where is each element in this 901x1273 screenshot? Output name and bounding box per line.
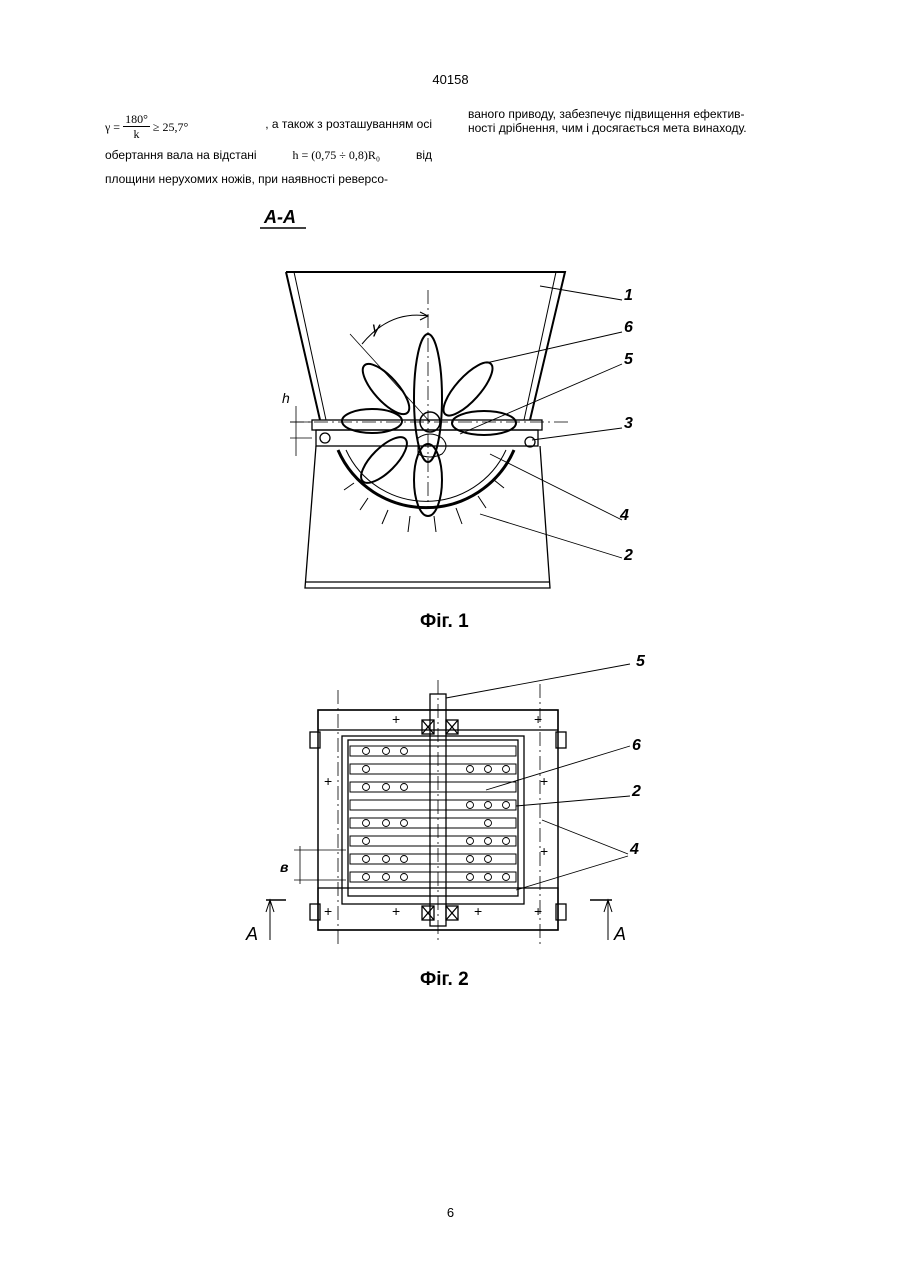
text-fragment: обертання вала на відстані (105, 143, 257, 167)
callout-6: 6 (624, 319, 633, 336)
svg-text:+: + (392, 711, 400, 727)
callout-4: 4 (629, 841, 639, 858)
svg-text:+: + (540, 773, 548, 789)
angle-label: γ (372, 320, 381, 337)
dim-label: h (282, 390, 290, 406)
svg-text:+: + (474, 903, 482, 919)
callout-5: 5 (624, 351, 634, 368)
callout-5: 5 (636, 653, 646, 670)
callout-6: 6 (632, 737, 641, 754)
callout-2: 2 (623, 547, 633, 564)
section-label: А-А (263, 207, 296, 227)
text-fragment: площини нерухомих ножів, при наявності р… (105, 167, 388, 191)
figure-2-caption: Фіг. 2 (420, 969, 469, 991)
text-line: обертання вала на відстані h = (0,75 ÷ 0… (105, 143, 432, 167)
fraction-numerator: 180° (123, 112, 150, 127)
text-column-left: γ = 180° k ≥ 25,7° , а також з розташува… (105, 112, 432, 191)
section-marker-right: А (613, 924, 626, 944)
figure-2-drawing: + + + + + + + + + в А А 5 6 2 4 (240, 650, 660, 950)
text-fragment: , а також з розташуванням осі (265, 112, 432, 141)
page-number: 6 (0, 1205, 901, 1220)
svg-text:+: + (534, 903, 542, 919)
figure-1-drawing: А-А γ h 1 (250, 198, 650, 598)
section-marker-left: А (245, 924, 258, 944)
h-formula: h = (0,75 ÷ 0,8)R₀ (292, 143, 380, 167)
svg-text:+: + (324, 903, 332, 919)
svg-text:+: + (534, 711, 542, 727)
gamma-formula: γ = 180° k ≥ 25,7° (105, 112, 188, 141)
fraction-denominator: k (133, 127, 139, 141)
formula-lhs: γ = (105, 115, 120, 139)
callout-3: 3 (624, 415, 633, 432)
document-number: 40158 (0, 72, 901, 87)
text-line: γ = 180° k ≥ 25,7° , а також з розташува… (105, 112, 432, 141)
formula-rhs: ≥ 25,7° (153, 115, 188, 139)
callout-2: 2 (631, 783, 641, 800)
text-fragment: від (416, 143, 432, 167)
text-line: площини нерухомих ножів, при наявності р… (105, 167, 432, 191)
text-line: ності дрібнення, чим і досягається мета … (468, 121, 798, 135)
fraction: 180° k (123, 112, 150, 141)
dim-label: в (280, 859, 289, 875)
text-column-right: ваного приводу, забезпечує підвищення еф… (468, 107, 798, 135)
svg-text:+: + (392, 903, 400, 919)
svg-text:+: + (540, 843, 548, 859)
callout-1: 1 (624, 287, 633, 304)
svg-text:+: + (324, 773, 332, 789)
figure-1-caption: Фіг. 1 (420, 611, 469, 633)
callout-4: 4 (619, 507, 629, 524)
text-line: ваного приводу, забезпечує підвищення еф… (468, 107, 798, 121)
